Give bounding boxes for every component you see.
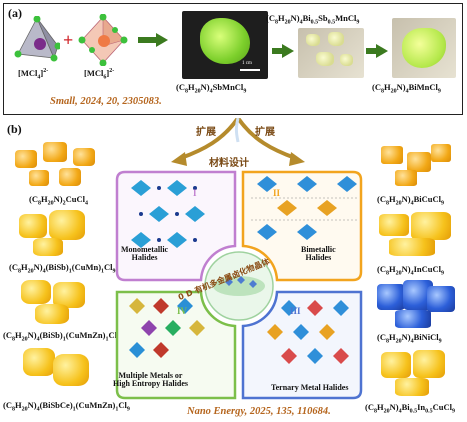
design-text: 材料设计	[209, 158, 249, 169]
left-label-4: (C8H20N)4(BiSbCe)1(CuMnZn)1Cl9	[3, 400, 130, 413]
pale-crystal	[316, 52, 334, 66]
pale-crystal	[306, 34, 320, 46]
left-label-2: (C8H20N)4(BiSb)1(CuMn)1Cl9	[9, 262, 116, 275]
expand-right-text: 扩展	[255, 127, 275, 138]
expand-left-text: 扩展	[196, 127, 216, 138]
tetrahedron-icon	[14, 16, 60, 62]
roman-i: I	[193, 188, 197, 198]
right-photo-1	[377, 142, 457, 190]
left-photo-2	[15, 208, 95, 258]
quadrant-iv	[115, 290, 237, 400]
right-photo-3	[375, 278, 459, 330]
arrow-2-stem	[272, 48, 284, 54]
arrow-3-stem	[366, 48, 378, 54]
label-multiple-metals: Multiple Metals or High Entropy Halides	[113, 371, 188, 389]
right-label-3: (C8H20N)4BiNiCl9	[377, 332, 442, 345]
label-monometallic: Monometallic Halides	[121, 245, 169, 263]
label-ternary: Ternary Metal Halides	[271, 383, 349, 392]
journal-citation-a: Small, 2024, 20, 2305083.	[50, 96, 162, 107]
lattice-i	[131, 180, 205, 248]
roman-iii: III	[290, 306, 301, 316]
green-crystal	[200, 18, 250, 64]
lattice-iv	[129, 298, 205, 358]
right-photo-2	[377, 210, 459, 260]
photo-bisbmncl9	[298, 28, 364, 78]
roman-iv: IV	[177, 306, 188, 316]
right-label-1: (C8H20N)4BiCuCl9	[377, 194, 444, 207]
left-photo-4	[17, 344, 97, 396]
arrow-3-icon	[376, 44, 388, 58]
left-label-1: (C8H20N)2CuCl4	[29, 194, 88, 207]
product-1-label: (C8H20N)4SbMnCl9	[176, 82, 247, 95]
expand-arrows	[171, 118, 305, 166]
photo-sbmncl9: 1 cm	[182, 11, 268, 79]
quadrant-diagram	[115, 170, 363, 400]
left-photo-3	[15, 276, 95, 326]
left-label-3: (C8H20N)4(BiSb)1(CuMnZn)1Cl9	[3, 330, 120, 343]
photo-bimncl9	[392, 18, 456, 78]
arrow-2-icon	[282, 44, 294, 58]
right-label-4: (C8H20N)4Bi0.5In0.5CuCl9	[365, 402, 456, 415]
arrow-1-stem	[138, 37, 158, 43]
journal-citation-b: Nano Energy, 2025, 135, 110684.	[187, 406, 331, 417]
panel-b-label: (b)	[7, 122, 22, 136]
right-label-2: (C8H20N)4InCuCl9	[377, 264, 444, 277]
octahedron-icon	[78, 14, 128, 66]
product-3-label: (C8H20N)4BiMnCl9	[372, 82, 441, 95]
scale-label: 1 cm	[242, 61, 252, 66]
scale-bar	[240, 69, 260, 71]
roman-ii: II	[273, 188, 281, 198]
quadrant-i	[115, 170, 237, 282]
plus-sign: +	[63, 30, 74, 50]
panel-a: (a) [MCl4]2- + [MCl6]2- 1 cm (C8H20N)4Sb…	[3, 3, 463, 115]
mcl6-label: [MCl6]2-	[84, 68, 115, 81]
pale-crystal	[328, 32, 344, 46]
panel-b: (b) 扩展 扩展 材料设计 (C8H20N)2CuCl4 (C8H20N)4(…	[3, 118, 463, 419]
panel-a-label: (a)	[8, 6, 22, 20]
quadrant-ii	[241, 170, 363, 282]
lime-crystal	[402, 28, 446, 68]
left-photo-1	[9, 140, 105, 190]
lattice-ii	[251, 176, 359, 240]
mcl4-label: [MCl4]2-	[18, 68, 49, 81]
label-bimetallic: Bimetallic Halides	[301, 245, 336, 263]
lattice-iii	[267, 300, 349, 364]
quadrant-iii	[241, 290, 363, 400]
pale-crystal	[340, 54, 353, 66]
right-photo-4	[377, 346, 459, 400]
product-2-label: (C8H20N)4Bi0.5Sb0.5MnCl9	[266, 13, 360, 26]
arrow-1-icon	[156, 33, 168, 47]
